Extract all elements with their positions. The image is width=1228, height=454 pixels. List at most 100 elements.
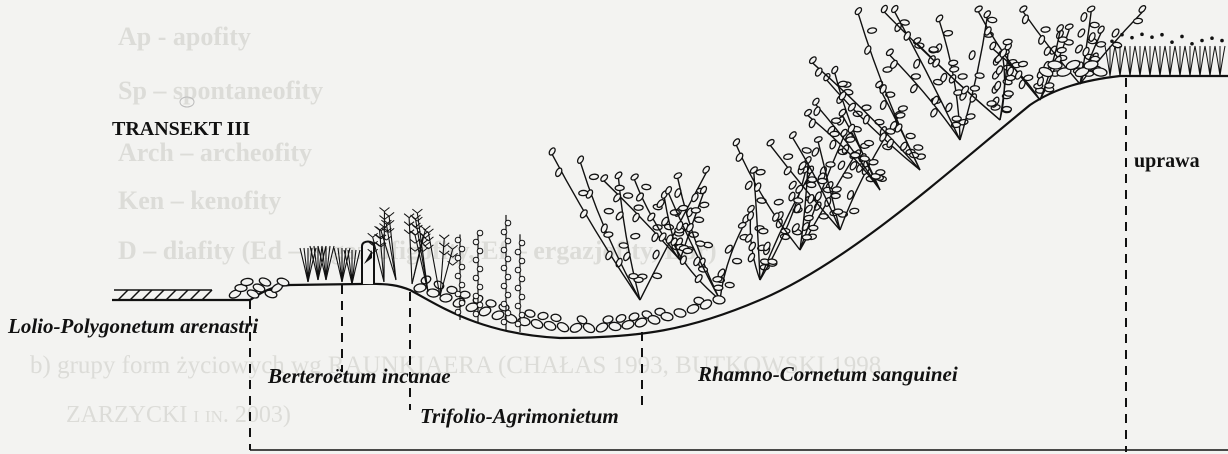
leaf [664,186,672,195]
leaf [774,199,784,206]
field-grass [1170,46,1175,76]
leaf [756,169,766,175]
bead-leaf [519,276,525,282]
leaf [802,147,812,154]
leaf [674,188,682,198]
bead-leaf [515,303,521,309]
leaf [691,208,700,213]
herb-twig [448,245,458,249]
bead-leaf [519,240,525,246]
herb-twig [379,207,389,211]
leaf [783,153,793,160]
shrub-branch [674,245,720,300]
leaf [538,312,549,320]
leaf [759,228,768,233]
leaf [880,4,888,13]
grass-blade [300,248,308,282]
bead-leaf [505,256,511,262]
leaf [914,145,923,151]
leaf [1023,74,1033,81]
leaf [862,105,871,111]
leaf [814,191,822,201]
leaf [995,65,1004,75]
seed-head [1120,33,1124,37]
leaf [826,162,835,167]
leaf [898,105,908,112]
bead-leaf [505,238,511,244]
leaf [1086,5,1095,13]
field-grass [1165,46,1170,76]
leaf [1074,44,1084,54]
leaf [440,293,453,302]
road-hatch-stroke [130,290,140,300]
field-label: uprawa [1134,150,1200,173]
leaf [651,232,660,242]
leaf [931,95,940,105]
leaf [614,171,623,180]
seed-head [1190,42,1194,46]
bead-leaf [473,257,479,263]
leaf [949,66,959,73]
leaf [867,27,877,34]
bead-leaf [519,258,525,264]
field-grass [1140,46,1145,76]
herb-twig [420,226,430,230]
field-grass [1195,46,1200,76]
field-grass [1210,46,1215,76]
herb-stem [409,218,412,284]
field-grass [1200,46,1205,76]
bead-leaf [455,291,461,297]
field-grass [1205,46,1210,76]
leaf [803,108,812,117]
leaf [713,276,722,282]
leaf [968,50,976,60]
leaf [1065,23,1074,30]
road-hatch-stroke [166,290,176,300]
leaf [837,160,846,170]
leaf [556,321,570,334]
field-grass [1175,46,1180,76]
scribble-mark [180,97,194,107]
seed-head [1170,40,1174,44]
leaf [846,136,856,142]
bead-leaf [477,284,483,290]
road-hatch-stroke [178,290,188,300]
bead-leaf [473,275,479,281]
leaf [808,118,816,128]
leaf [1048,61,1063,70]
leaf [832,118,841,124]
leaf [975,73,984,79]
leaf [634,205,643,210]
leaf [807,182,816,188]
leaf [1138,4,1147,13]
diagram-title: TRANSEKT III [112,118,250,141]
grass-blade [352,250,360,284]
leaf [524,309,535,318]
bead-leaf [519,312,525,318]
bead-leaf [459,282,465,288]
seed-head [1160,33,1164,37]
leaf [683,248,692,253]
bead-leaf [501,247,507,253]
leaf [958,74,967,80]
herb-twig [423,237,433,241]
field-grass [1150,46,1155,76]
bead-leaf [455,273,461,279]
leaf [864,140,873,146]
field-grass [1185,46,1190,76]
leaf [935,14,944,23]
leaf [652,273,662,280]
leaf [838,81,848,88]
leaf [548,147,556,156]
leaf [604,232,614,238]
community-label-berteroetum: Berteroëtum incanae [268,364,451,389]
leaf [829,139,837,149]
road-hatch-stroke [154,290,164,300]
leaf [890,4,899,13]
leaf [906,133,915,139]
leaf [1002,106,1011,111]
bead-leaf [477,248,483,254]
bead-leaf [519,294,525,300]
leaf [486,299,497,308]
leaf [678,205,688,211]
